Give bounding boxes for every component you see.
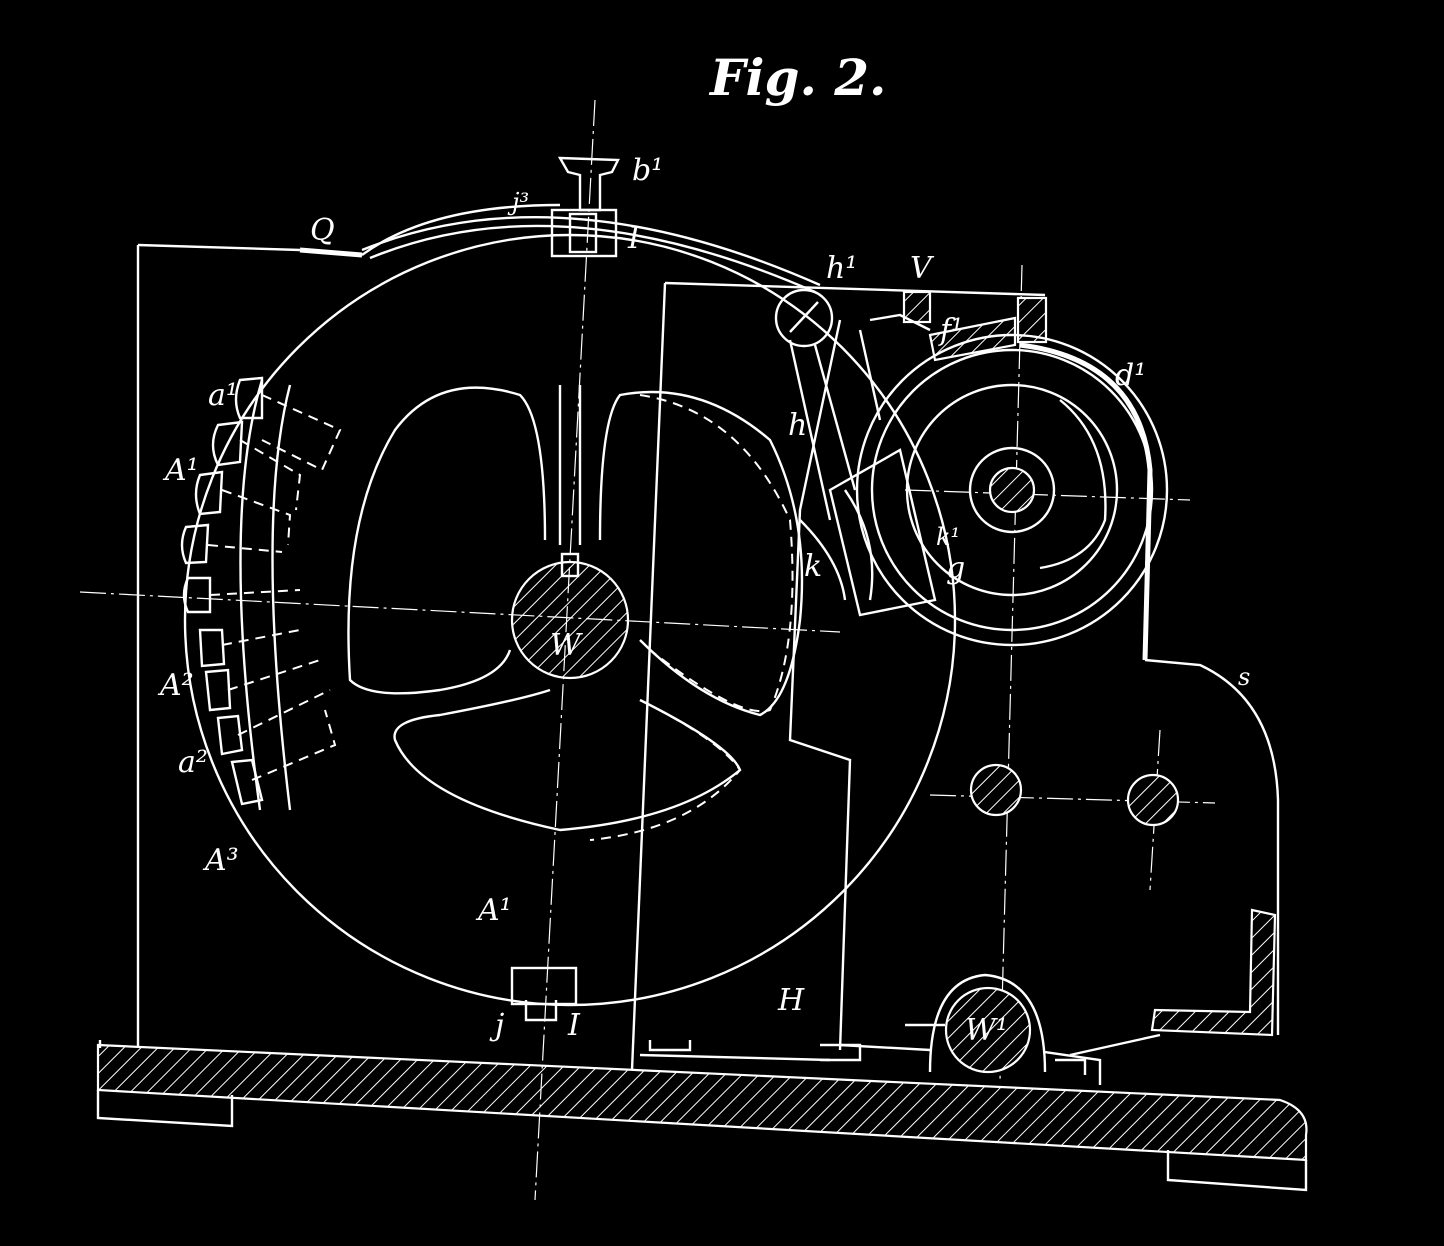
label-H: H <box>777 983 805 1018</box>
label-A2: A² <box>157 668 194 703</box>
label-b1: b¹ <box>632 153 663 188</box>
label-f1: f¹ <box>938 313 963 348</box>
label-A-lower: A¹ <box>475 893 512 928</box>
frame-H <box>630 281 1046 1071</box>
drum-d1 <box>855 333 1280 1035</box>
label-d1: d¹ <box>1115 358 1146 393</box>
figure-title: Fig. 2. <box>708 48 886 107</box>
label-j: j <box>489 1008 504 1043</box>
label-s: s <box>1238 663 1250 691</box>
label-W: W <box>550 628 583 663</box>
label-a2: a² <box>178 745 208 780</box>
bottom-bolt <box>510 966 578 1022</box>
label-h1: h¹ <box>826 251 857 286</box>
label-h: h <box>788 408 807 443</box>
shafts <box>969 763 1180 827</box>
rocker-block <box>799 448 937 617</box>
top-bolt <box>550 156 620 258</box>
bearing-W1 <box>839 973 1161 1085</box>
label-I-top: I <box>627 221 641 256</box>
center-lines <box>79 99 1216 1201</box>
lever-h <box>774 288 857 521</box>
label-Q: Q <box>310 213 335 248</box>
reference-labels: Q j³ b¹ I h¹ V f¹ d¹ h k¹ g k s a¹ A¹ A²… <box>157 153 1250 1048</box>
top-cover-plate <box>361 216 821 294</box>
label-a1-top: a¹ <box>208 378 238 413</box>
label-A3: A³ <box>202 843 239 878</box>
label-I-bottom: I <box>567 1008 581 1043</box>
main-rotor-disc <box>183 233 957 1007</box>
label-V: V <box>910 251 935 286</box>
label-k1: k¹ <box>936 523 960 551</box>
type-segments <box>180 376 342 811</box>
angle-bracket <box>1150 908 1277 1037</box>
label-W1: W¹ <box>965 1013 1008 1048</box>
base-plate <box>96 1043 1308 1192</box>
label-j3: j³ <box>507 188 529 216</box>
label-A1-top: A¹ <box>162 453 199 488</box>
label-k: k <box>804 549 822 584</box>
label-g: g <box>946 551 965 586</box>
